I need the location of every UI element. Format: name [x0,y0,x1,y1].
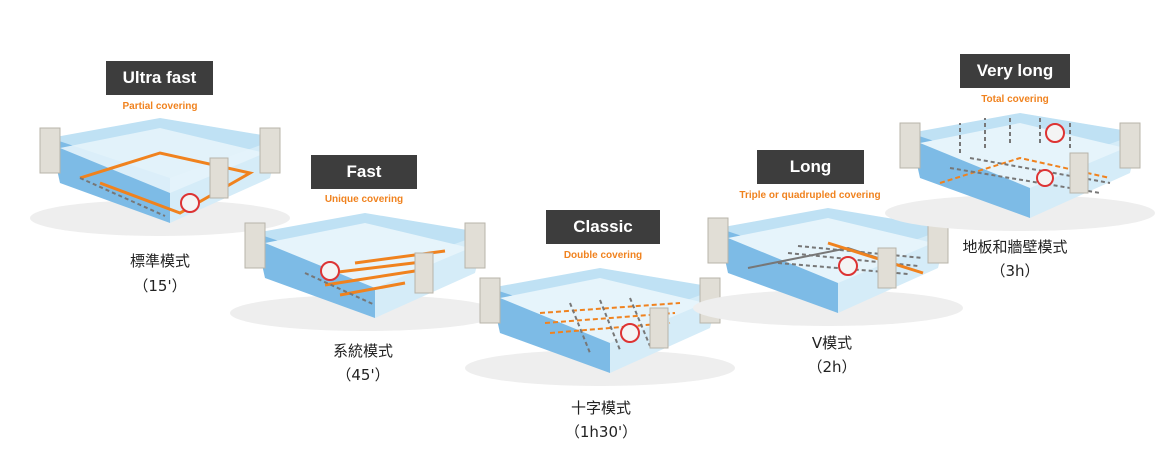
coverage-label: Partial covering [122,101,198,112]
pool-very-long [885,113,1155,231]
mode-title-badge: Fast [311,155,417,189]
mode-duration: （15'） [133,277,187,295]
mode-title-badge: Very long [960,54,1070,88]
coverage-label: Triple or quadrupled covering [739,190,881,201]
mode-title-badge: Ultra fast [106,61,213,95]
pool-ultra-fast [30,118,290,236]
mode-duration: （3h） [990,262,1040,280]
pool-long [693,208,963,326]
mode-name: 十字模式 [570,399,631,417]
mode-duration: （2h） [807,358,857,376]
mode-name: 系統模式 [332,342,393,360]
coverage-label: Total covering [981,94,1049,105]
coverage-label: Unique covering [324,194,404,205]
mode-duration: （1h30'） [564,423,638,441]
mode-title-badge: Classic [546,210,660,244]
mode-name: 標準模式 [129,252,190,270]
mode-name: 地板和牆壁模式 [962,238,1068,256]
mode-title-badge: Long [757,150,864,184]
pool-fast [230,213,500,331]
mode-name: V模式 [811,334,853,352]
coverage-label: Double covering [563,250,643,261]
pool-classic [465,268,735,386]
mode-duration: （45'） [336,366,390,384]
